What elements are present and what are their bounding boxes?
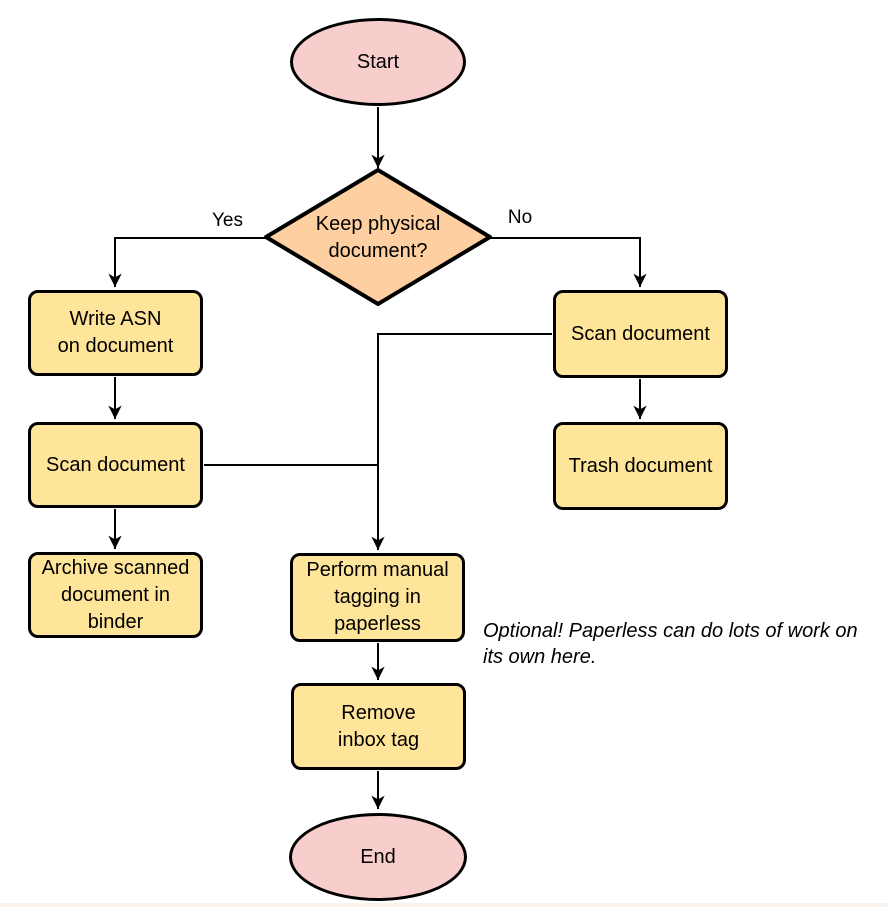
edge-decision-yes-to-write-asn: [108, 237, 267, 287]
edge-scan-right-to-perform-tagging: [371, 333, 552, 550]
node-perform-tagging: Perform manual tagging in paperless: [290, 553, 465, 642]
node-decision-label: Keep physical document?: [315, 212, 441, 262]
node-remove-inbox-tag: Remove inbox tag: [291, 683, 466, 770]
node-archive: Archive scanned document in binder: [28, 552, 203, 638]
annotation-optional-note: Optional! Paperless can do lots of work …: [483, 592, 883, 670]
node-start-label: Start: [356, 50, 400, 73]
node-end: End: [289, 813, 467, 901]
edge-label-no: No: [500, 207, 540, 229]
node-trash-label: Trash document: [568, 454, 713, 477]
node-end-label: End: [360, 845, 396, 868]
node-write-asn-label: Write ASN on document: [57, 308, 174, 357]
bottom-edge-strip: [0, 903, 888, 907]
edge-label-yes: Yes: [205, 210, 250, 232]
node-scan-right-label: Scan document: [571, 322, 710, 345]
node-decision: Keep physical document?: [286, 200, 470, 275]
node-scan-left: Scan document: [28, 422, 203, 508]
node-write-asn: Write ASN on document: [28, 290, 203, 376]
edge-decision-no-to-scan-right: [489, 237, 647, 287]
node-trash: Trash document: [553, 422, 728, 510]
node-scan-left-label: Scan document: [46, 453, 185, 476]
node-scan-right: Scan document: [553, 290, 728, 378]
edge-label-no-text: No: [507, 207, 533, 228]
decision-diamond-shape: [264, 168, 492, 306]
node-remove-inbox-tag-label: Remove inbox tag: [337, 701, 420, 751]
annotation-optional-note-text: Optional! Paperless can do lots of work …: [483, 620, 858, 668]
edge-label-yes-text: Yes: [212, 210, 243, 231]
node-archive-label: Archive scanned document in binder: [41, 556, 190, 633]
node-perform-tagging-label: Perform manual tagging in paperless: [306, 559, 449, 635]
node-start: Start: [290, 18, 466, 106]
